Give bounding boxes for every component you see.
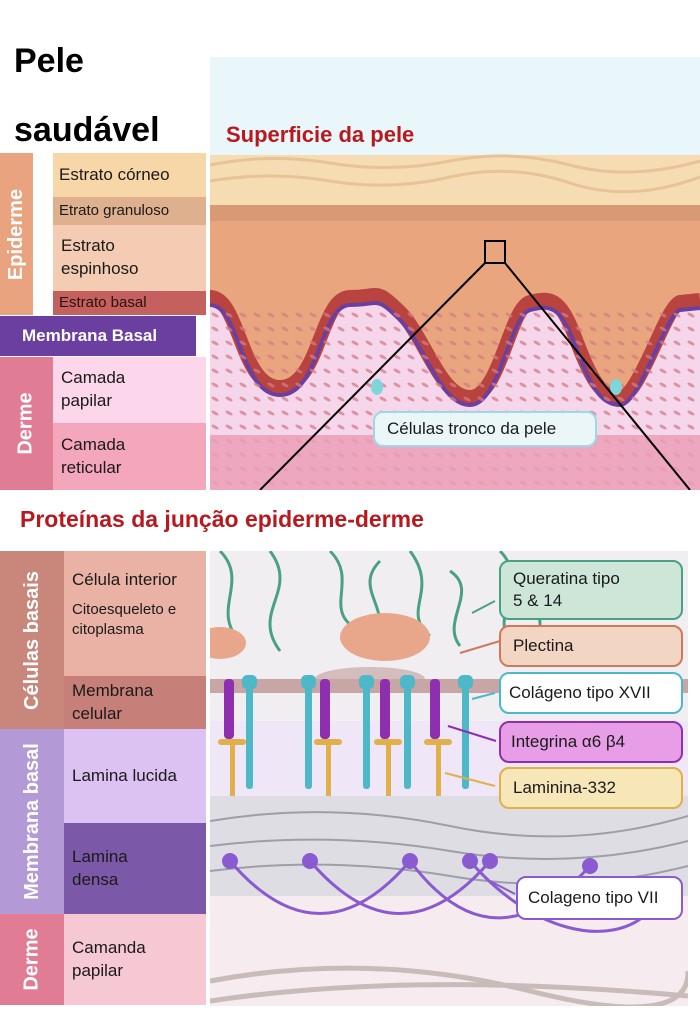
row-celula-interior: Célula interior Citoesqueleto e citoplas…: [64, 551, 206, 676]
layer-estrato-corneo: Estrato córneo: [53, 153, 206, 197]
row-lamina-lucida: Lamina lucida: [64, 729, 206, 823]
callout-integrina: Integrina α6 β4: [499, 721, 683, 763]
layer-estrato-granuloso: Etrato granuloso: [53, 197, 206, 225]
membrana-basal-label: Membrana basal: [0, 729, 64, 914]
membrana-basal-band: Membrana Basal: [0, 316, 196, 356]
section-title-proteins: Proteínas da junção epiderme-derme: [20, 506, 424, 532]
callout-colageno-xvii: Colágeno tipo XVII: [499, 672, 683, 714]
page-title-line2: saudável: [14, 111, 160, 149]
celulas-basais-label: Células basais: [0, 551, 64, 729]
layer-camada-papilar: Camada papilar: [53, 357, 206, 423]
stem-cells-callout: Células tronco da pele: [373, 411, 597, 447]
layer-camada-reticular: Camada reticular: [53, 423, 206, 490]
layer-estrato-basal: Estrato basal: [53, 291, 206, 315]
row-camanda-papilar: Camanda papilar: [64, 914, 206, 1005]
skin-cross-section: [210, 57, 700, 490]
callout-colageno-vii: Colageno tipo VII: [516, 876, 683, 920]
derme-label: Derme: [0, 357, 53, 490]
surface-label: Superficie da pele: [226, 122, 415, 147]
derme-label-bottom: Derme: [0, 914, 64, 1005]
row-membrana-celular: Membrana celular: [64, 676, 206, 729]
callout-plectina: Plectina: [499, 625, 683, 667]
callout-laminina: Laminina-332: [499, 767, 683, 809]
epiderme-label: Epiderme: [0, 153, 33, 315]
callout-queratina: Queratina tipo 5 & 14: [499, 560, 683, 620]
page-title-line1: Pele: [14, 42, 84, 80]
layer-estrato-espinhoso: Estrato espinhoso: [53, 225, 206, 291]
row-lamina-densa: Lamina densa: [64, 823, 206, 914]
